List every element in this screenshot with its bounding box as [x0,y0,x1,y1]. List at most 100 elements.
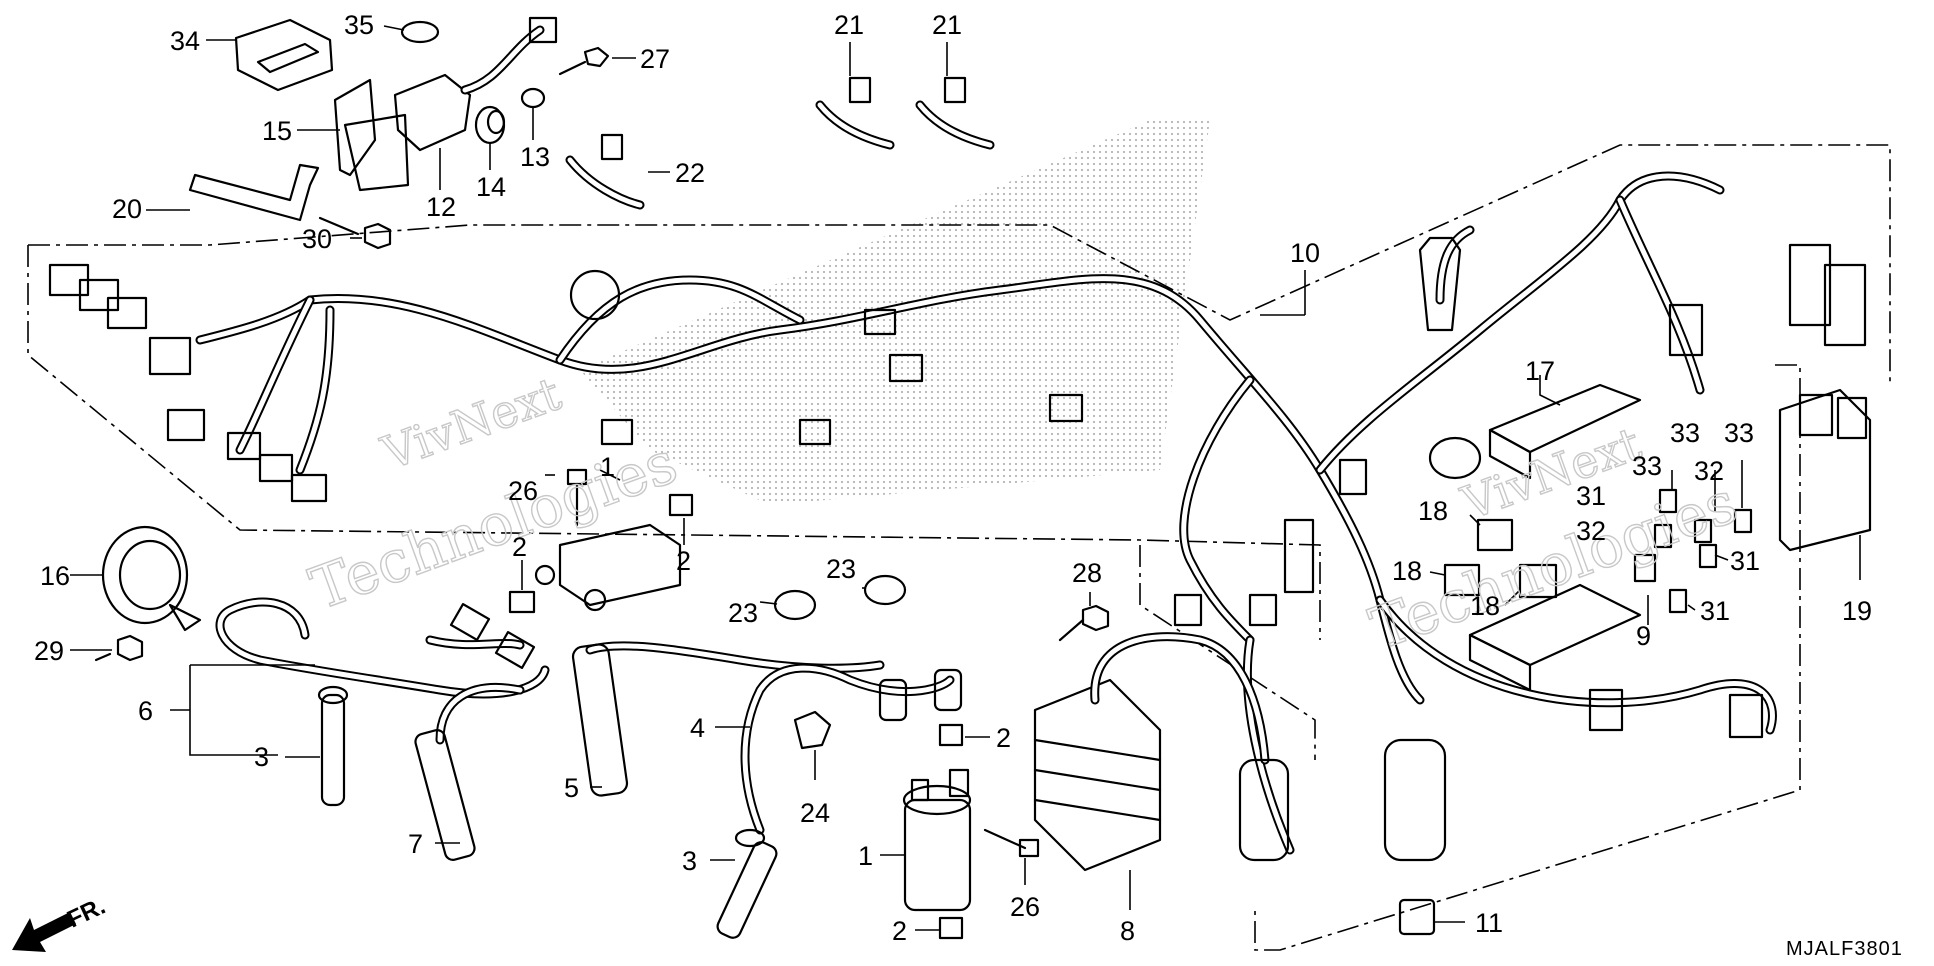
callout-21-left: 21 [834,10,864,40]
part-4-spark-plug-cord [740,663,963,835]
part-18-relays [1443,518,1558,599]
callout-20: 20 [112,194,142,224]
callout-12: 12 [426,192,456,222]
part-20-stay [188,163,320,222]
part-24-clamp [793,710,832,750]
callout-18-top: 18 [1418,496,1448,526]
part-16-horn [101,525,202,632]
part-19-ecu [1778,388,1872,552]
callout-6: 6 [138,696,153,726]
part-2-clamp-upper-left [508,590,536,614]
part-34-cover [234,18,334,92]
callout-22: 22 [675,158,705,188]
part-23-clip-right [863,574,907,606]
direction-label: FR. [63,893,109,934]
callout-33-right: 33 [1724,418,1754,448]
part-26-bolt-upper [566,468,588,527]
part-12-unit [393,16,558,152]
callout-26-lower: 26 [1010,892,1040,922]
callout-31-top: 31 [1576,481,1606,511]
main-wire-harness [48,171,1867,855]
callout-11: 11 [1475,908,1503,938]
part-27-screw [558,46,610,76]
part-11-sensor [1383,738,1447,936]
part-14-grommet [474,105,506,145]
part-8-regulator-rectifier [1033,632,1290,872]
callout-23-right: 23 [826,554,856,584]
callout-26-upper: 26 [508,476,538,506]
callout-labels: 34 35 15 20 30 12 14 13 27 21 21 22 10 2… [34,10,1872,946]
part-21-band-right [915,76,995,150]
harness-group-outline [27,245,1321,640]
part-3-plug-cap-lower [716,828,778,939]
callout-2-upper-right: 2 [676,546,691,576]
callout-16: 16 [40,561,70,591]
svg-text:Technologies: Technologies [302,428,686,623]
part-1-ignition-coil-lower [902,768,972,912]
part-5-spark-plug-cord [571,641,885,797]
part-26-bolt-lower [983,828,1040,858]
callout-3-left: 3 [254,742,269,772]
callout-33-mid: 33 [1670,418,1700,448]
callout-27: 27 [640,44,670,74]
callout-18-left: 18 [1392,556,1422,586]
part-3-plug-cap-left [317,685,349,807]
callout-34: 34 [170,26,200,56]
callout-30: 30 [302,224,332,254]
regulator-group-outline [1139,545,1316,760]
callout-31-mid: 31 [1730,546,1760,576]
callout-7: 7 [408,829,423,859]
callout-21-right: 21 [932,10,962,40]
callout-10: 10 [1290,238,1320,268]
leader-lines [70,25,1861,931]
callout-2-lower-mid: 2 [996,723,1011,753]
callout-33-left: 33 [1632,451,1662,481]
part-21-band-left [815,76,895,150]
callout-35: 35 [344,10,374,40]
callout-31-bottom: 31 [1700,596,1730,626]
part-28-bolt [1058,604,1110,642]
drawing-code: MJALF3801 [1786,938,1903,960]
callout-2-lower-bottom: 2 [892,916,907,946]
callout-14: 14 [476,172,506,202]
callout-8: 8 [1120,916,1135,946]
callout-17: 17 [1525,356,1555,386]
part-7-spark-plug-cord [414,682,525,861]
svg-text:VivNext: VivNext [374,366,568,481]
callout-32-left: 32 [1576,516,1606,546]
callout-4: 4 [690,713,705,743]
callout-9: 9 [1636,621,1651,651]
callout-1-upper: 1 [600,452,615,482]
harness-group-outline-top [28,144,1891,385]
part-2-clamp-upper-right [668,493,694,517]
part-22-band [565,133,645,210]
callout-23-left: 23 [728,598,758,628]
part-2-clamp-lower-bottom [938,916,964,940]
callout-5: 5 [564,773,579,803]
callout-19: 19 [1842,596,1872,626]
callout-1-lower: 1 [858,841,873,871]
callout-13: 13 [520,142,550,172]
part-9-fuse-box [1468,553,1657,692]
callout-3-lower: 3 [682,846,697,876]
part-1-ignition-coil-upper [534,523,682,612]
front-direction-arrow: FR. [12,893,110,952]
part-30-bolt [318,216,392,250]
part-13-nut [520,87,546,109]
callout-2-upper-left: 2 [512,532,527,562]
part-6-spark-plug-cord [215,597,550,699]
part-35-clamp [400,20,440,44]
arrow-icon [12,912,76,952]
part-15-bracket [333,78,410,192]
callout-24: 24 [800,798,830,828]
ecu-group-outline [1254,364,1801,951]
part-29-bolt [94,634,144,662]
callout-18-bottom: 18 [1470,591,1500,621]
callout-15: 15 [262,116,292,146]
part-2-clamp-lower-mid [938,723,964,747]
part-17-control-unit [1488,383,1642,480]
callout-32-right: 32 [1694,456,1724,486]
callout-28: 28 [1072,558,1102,588]
part-23-clip-left [773,589,817,621]
